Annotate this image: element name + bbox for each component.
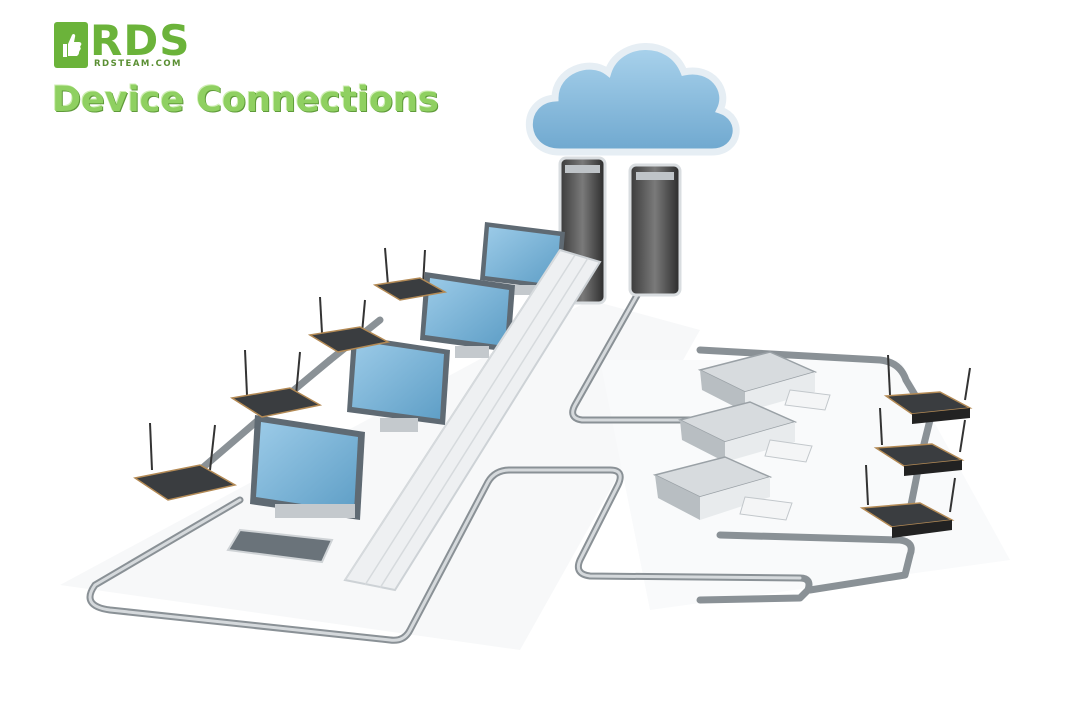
cloud-icon	[525, 43, 740, 156]
monitor-icon	[347, 335, 450, 432]
router-icon	[229, 349, 323, 418]
printer-icon	[652, 456, 793, 521]
router-icon	[372, 247, 448, 301]
thumbs-up-icon	[63, 33, 82, 57]
monitor-icon	[480, 222, 565, 295]
logo-word: RDS	[90, 16, 191, 65]
router-icon	[859, 464, 956, 538]
firewall-icon	[343, 248, 602, 592]
router-icon	[883, 354, 973, 424]
router-icon	[873, 407, 966, 476]
printer-icon	[697, 351, 831, 412]
logo-badge	[54, 22, 88, 68]
server-icon	[628, 163, 682, 297]
printer-icon	[677, 401, 813, 463]
router-icon	[133, 422, 238, 501]
brand-logo: RDS RDSTEAM.COM	[54, 16, 204, 72]
logo-subtext: RDSTEAM.COM	[94, 59, 183, 69]
router-icon	[307, 296, 391, 353]
keyboard-icon	[226, 528, 334, 564]
page-title: Device Connections	[52, 80, 439, 120]
monitor-icon	[250, 415, 365, 520]
